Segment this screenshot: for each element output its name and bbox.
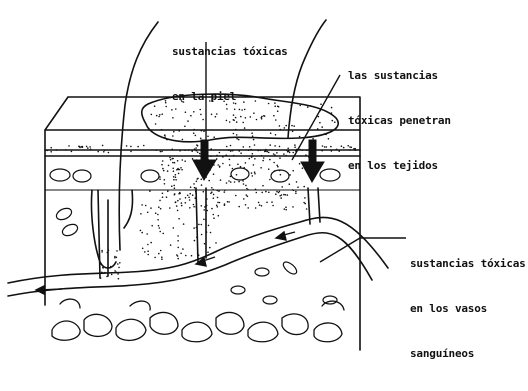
label-tissues: las sustancias tóxicas penetran en los t… <box>348 38 451 203</box>
label-line: en los tejidos <box>348 158 451 173</box>
subcutaneous-cells <box>52 299 344 342</box>
label-line: tóxicas penetran <box>348 113 451 128</box>
label-vessels: sustancias tóxicas en los vasos sanguíne… <box>410 226 526 391</box>
hair-right <box>288 20 326 138</box>
label-line: las sustancias <box>348 68 451 83</box>
toxic-arrows <box>193 140 324 182</box>
label-line: en la piel <box>172 89 288 104</box>
skin-toxic-diagram: sustancias tóxicas en la piel las sustan… <box>0 0 528 354</box>
label-line: sustancias tóxicas <box>410 256 526 271</box>
vessel-arrows <box>36 232 295 294</box>
label-skin: sustancias tóxicas en la piel <box>172 14 288 134</box>
label-line: en los vasos <box>410 301 526 316</box>
hair-left <box>119 22 158 250</box>
label-line: sustancias tóxicas <box>172 44 288 59</box>
vessel-branch <box>98 190 108 278</box>
